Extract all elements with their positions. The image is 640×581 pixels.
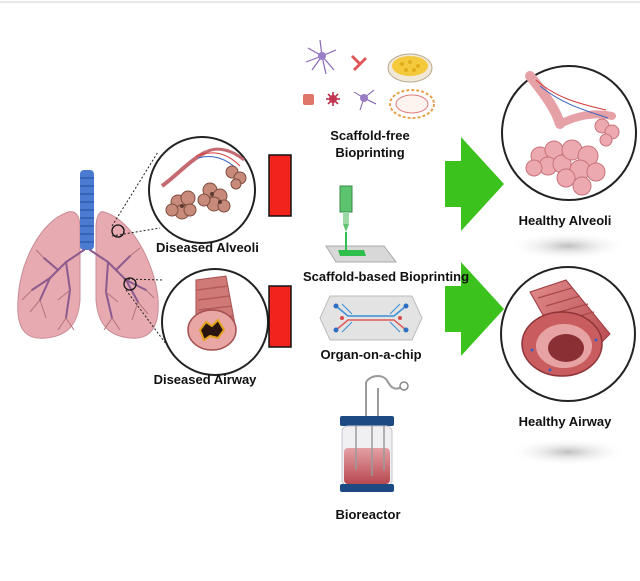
diseased-alveoli-illustration [148, 136, 256, 244]
diseased-airway-illustration [161, 268, 269, 376]
red-bar-top [268, 154, 292, 217]
alveoli-zoom-marker [111, 224, 125, 238]
green-arrow-top [445, 137, 504, 231]
airway-zoom-marker [123, 277, 137, 291]
scaffold-free-cells-icon [303, 39, 435, 119]
red-bar-bottom [268, 285, 292, 348]
label-healthy-alveoli: Healthy Alveoli [518, 213, 612, 228]
organ-on-chip-icon [319, 295, 423, 341]
bioprinter-icon [325, 185, 397, 263]
bioreactor-icon [340, 375, 409, 492]
label-diseased-alveoli: Diseased Alveoli [156, 240, 259, 255]
label-scaffold-free-line1: Scaffold-free [330, 128, 410, 143]
label-scaffold-based: Scaffold-based Bioprinting [302, 269, 470, 284]
lungs-illustration [17, 170, 159, 339]
healthy-airway-illustration [500, 266, 636, 466]
label-scaffold-free-line2: Bioprinting [335, 145, 405, 160]
label-healthy-airway: Healthy Airway [518, 414, 612, 429]
healthy-alveoli-illustration [501, 65, 637, 260]
zoom-connectors [111, 151, 173, 353]
label-diseased-airway: Diseased Airway [153, 372, 257, 387]
label-bioreactor: Bioreactor [335, 507, 401, 522]
label-organ-on-chip: Organ-on-a-chip [320, 347, 422, 362]
green-arrow-bottom [445, 262, 504, 356]
